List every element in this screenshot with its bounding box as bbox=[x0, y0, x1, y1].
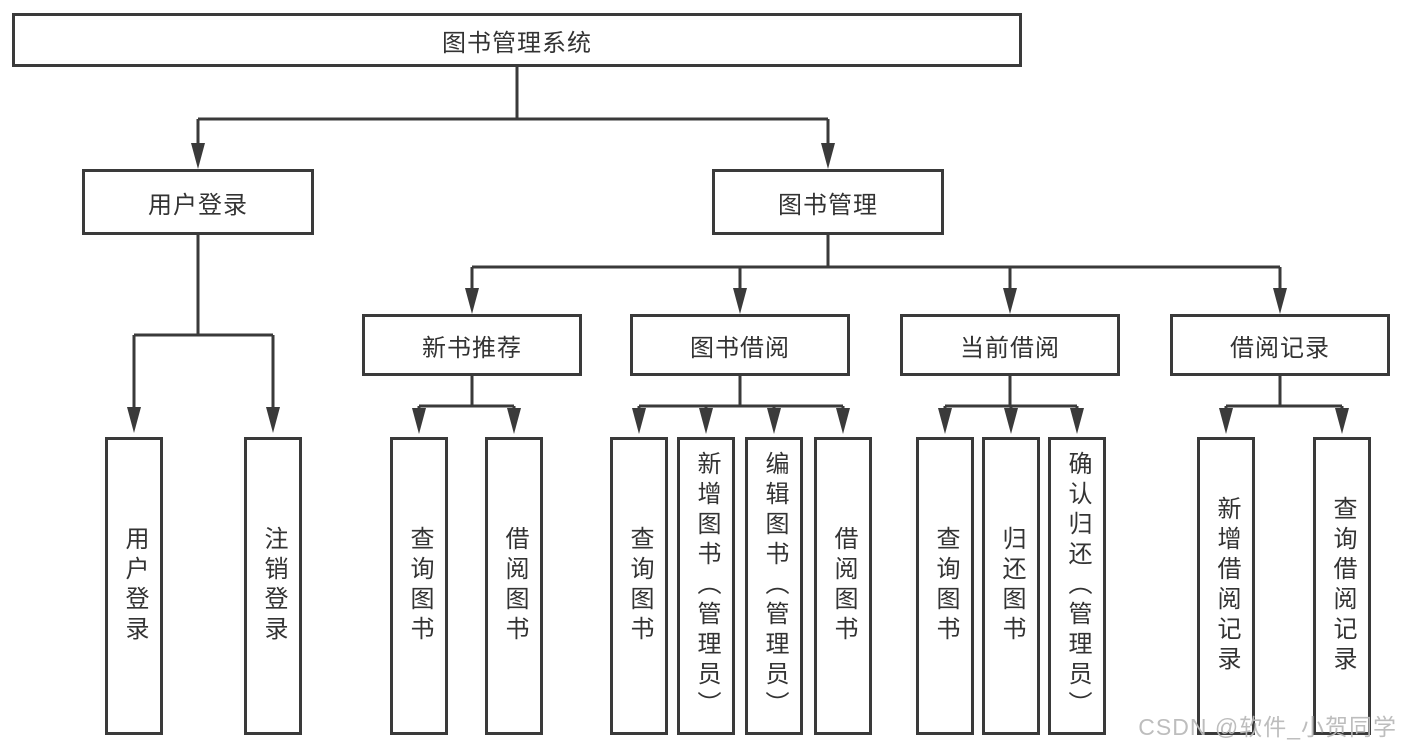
node-user-login-label: 用户登录 bbox=[148, 191, 248, 219]
node-new-book-recommend-label: 新书推荐 bbox=[422, 334, 522, 362]
node-borrowing-records: 借阅记录 bbox=[1170, 314, 1390, 376]
leaf-logout-label: 注销登录 bbox=[260, 526, 287, 646]
leaf-borrowing-edit-books-admin-label: 编辑图书（管理员） bbox=[761, 451, 788, 721]
leaf-user-login-label: 用户登录 bbox=[121, 526, 148, 646]
leaf-records-add-borrow-record: 新增借阅记录 bbox=[1197, 437, 1255, 735]
node-root: 图书管理系统 bbox=[12, 13, 1022, 67]
leaf-borrowing-borrow-books-label: 借阅图书 bbox=[830, 526, 857, 646]
leaf-logout: 注销登录 bbox=[244, 437, 302, 735]
leaf-borrowing-borrow-books: 借阅图书 bbox=[814, 437, 872, 735]
arrowheads bbox=[127, 143, 1349, 434]
node-book-borrowing-label: 图书借阅 bbox=[690, 334, 790, 362]
leaf-newbooks-query-books-label: 查询图书 bbox=[406, 526, 433, 646]
node-new-book-recommend: 新书推荐 bbox=[362, 314, 582, 376]
leaf-borrowing-add-books-admin: 新增图书（管理员） bbox=[677, 437, 735, 735]
node-book-borrowing: 图书借阅 bbox=[630, 314, 850, 376]
leaf-borrowing-query-books-label: 查询图书 bbox=[626, 526, 653, 646]
node-book-management-label: 图书管理 bbox=[778, 191, 878, 219]
csdn-watermark: CSDN @软件_小贺同学 bbox=[1138, 714, 1397, 740]
leaf-borrowing-query-books: 查询图书 bbox=[610, 437, 668, 735]
leaf-current-confirm-return-admin: 确认归还（管理员） bbox=[1048, 437, 1106, 735]
node-current-borrowing: 当前借阅 bbox=[900, 314, 1120, 376]
leaf-user-login: 用户登录 bbox=[105, 437, 163, 735]
leaf-records-add-borrow-record-label: 新增借阅记录 bbox=[1213, 496, 1240, 676]
leaf-current-query-books: 查询图书 bbox=[916, 437, 974, 735]
node-user-login: 用户登录 bbox=[82, 169, 314, 235]
leaf-records-query-borrow-record: 查询借阅记录 bbox=[1313, 437, 1371, 735]
node-root-label: 图书管理系统 bbox=[442, 29, 592, 57]
leaf-current-confirm-return-admin-label: 确认归还（管理员） bbox=[1064, 451, 1091, 721]
leaf-current-query-books-label: 查询图书 bbox=[932, 526, 959, 646]
node-book-management: 图书管理 bbox=[712, 169, 944, 235]
leaf-borrowing-edit-books-admin: 编辑图书（管理员） bbox=[745, 437, 803, 735]
leaf-newbooks-query-books: 查询图书 bbox=[390, 437, 448, 735]
leaf-newbooks-borrow-books: 借阅图书 bbox=[485, 437, 543, 735]
node-current-borrowing-label: 当前借阅 bbox=[960, 334, 1060, 362]
leaf-borrowing-add-books-admin-label: 新增图书（管理员） bbox=[693, 451, 720, 721]
leaf-current-return-books: 归还图书 bbox=[982, 437, 1040, 735]
leaf-current-return-books-label: 归还图书 bbox=[998, 526, 1025, 646]
node-borrowing-records-label: 借阅记录 bbox=[1230, 334, 1330, 362]
leaf-records-query-borrow-record-label: 查询借阅记录 bbox=[1329, 496, 1356, 676]
leaf-newbooks-borrow-books-label: 借阅图书 bbox=[501, 526, 528, 646]
